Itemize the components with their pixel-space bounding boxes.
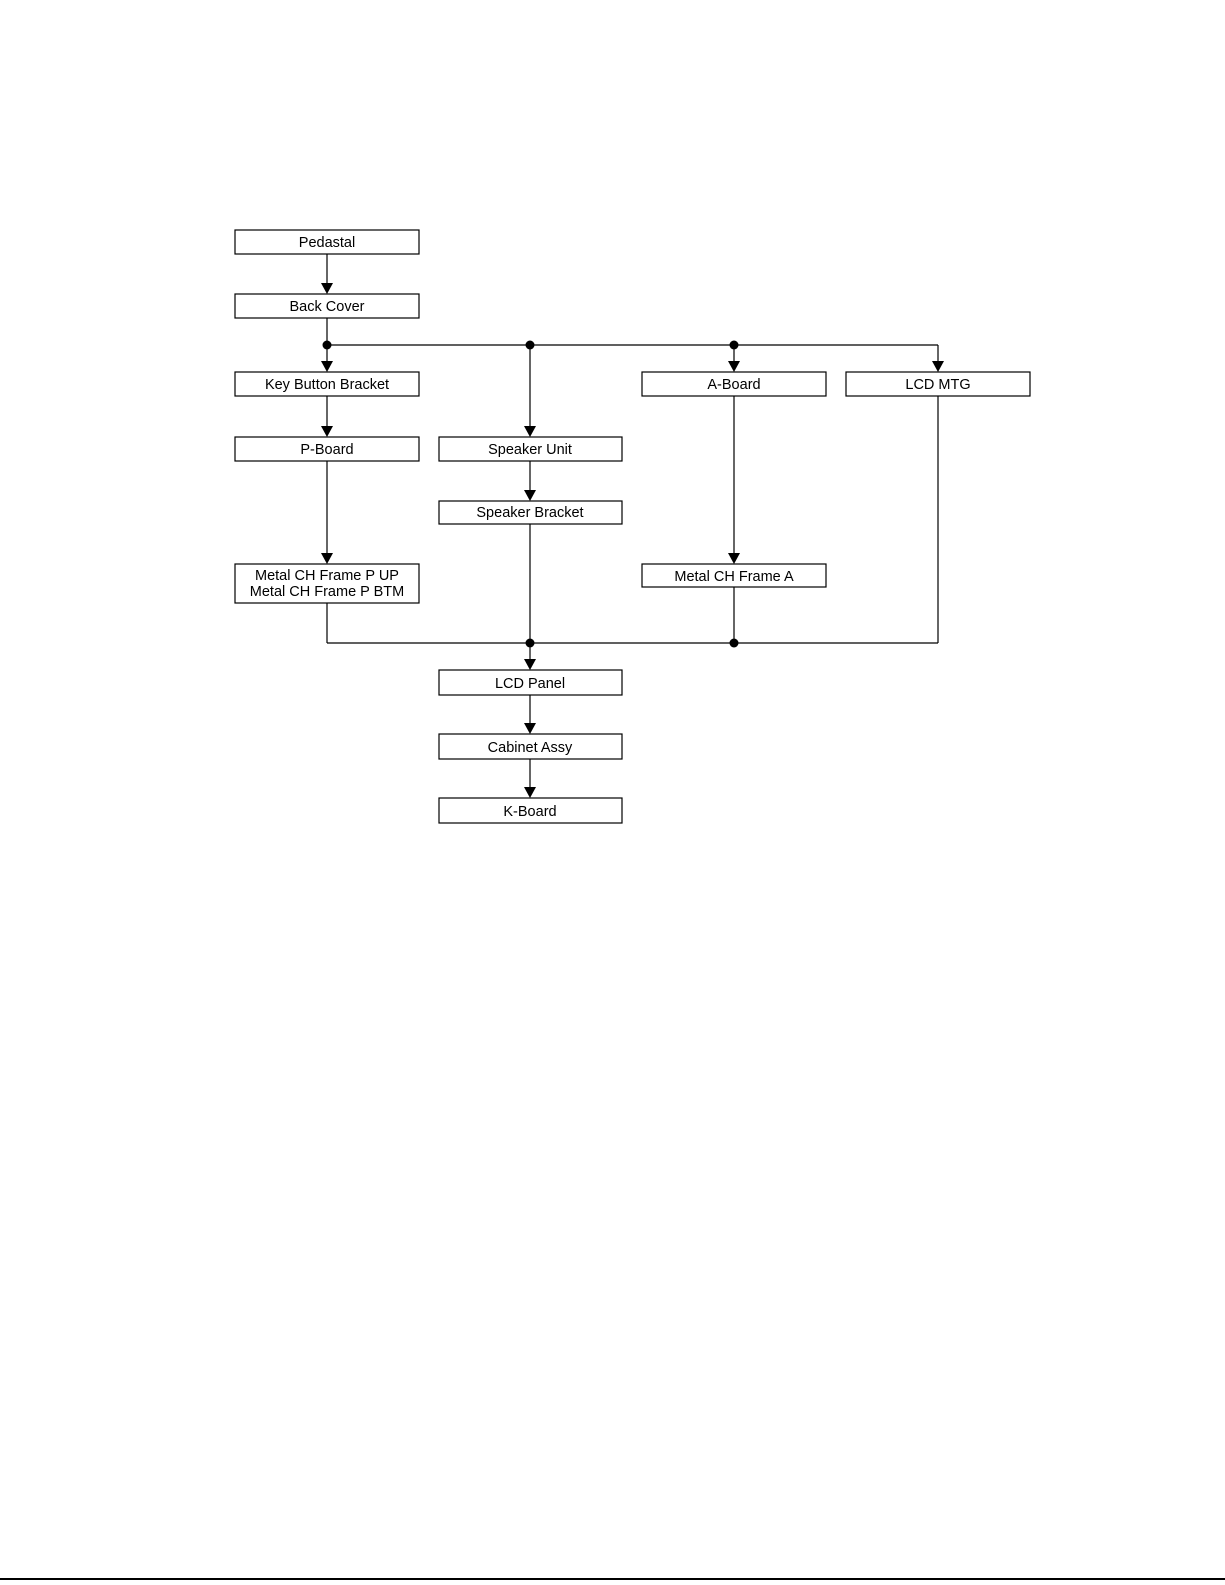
- arrow-to-speaker-unit: [524, 426, 536, 437]
- node-metal-ch-frame-p-label-line1: Metal CH Frame P UP: [255, 568, 399, 584]
- arrow-to-key-button-bracket: [321, 361, 333, 372]
- node-k-board-label: K-Board: [503, 804, 556, 820]
- node-lcd-panel: LCD Panel: [439, 670, 622, 695]
- node-speaker-bracket-label: Speaker Bracket: [476, 505, 583, 521]
- node-back-cover: Back Cover: [235, 294, 419, 318]
- node-lcd-mtg: LCD MTG: [846, 372, 1030, 396]
- arrow-to-cabinet-assy: [524, 723, 536, 734]
- nodes: Pedastal Back Cover Key Button Bracket A…: [235, 230, 1030, 823]
- node-key-button-bracket-label: Key Button Bracket: [265, 377, 389, 393]
- node-a-board-label: A-Board: [707, 377, 760, 393]
- node-lcd-mtg-label: LCD MTG: [905, 377, 970, 393]
- page-bottom-rule: [0, 1578, 1225, 1580]
- arrow-to-metal-ch-frame-p: [321, 553, 333, 564]
- arrow-to-speaker-bracket: [524, 490, 536, 501]
- node-metal-ch-frame-p-label-line2: Metal CH Frame P BTM: [250, 584, 404, 600]
- connectors: [321, 254, 944, 798]
- node-pedastal-label: Pedastal: [299, 235, 355, 251]
- node-back-cover-label: Back Cover: [290, 299, 365, 315]
- node-cabinet-assy-label: Cabinet Assy: [488, 740, 573, 756]
- arrow-to-metal-ch-frame-a: [728, 553, 740, 564]
- node-speaker-unit-label: Speaker Unit: [488, 442, 572, 458]
- node-pedastal: Pedastal: [235, 230, 419, 254]
- junction-bottom-2: [730, 639, 739, 648]
- node-cabinet-assy: Cabinet Assy: [439, 734, 622, 759]
- arrow-to-p-board: [321, 426, 333, 437]
- node-metal-ch-frame-a: Metal CH Frame A: [642, 564, 826, 587]
- node-speaker-unit: Speaker Unit: [439, 437, 622, 461]
- arrow-to-lcd-mtg: [932, 361, 944, 372]
- node-a-board: A-Board: [642, 372, 826, 396]
- node-metal-ch-frame-p: Metal CH Frame P UP Metal CH Frame P BTM: [235, 564, 419, 603]
- node-metal-ch-frame-a-label: Metal CH Frame A: [674, 569, 794, 585]
- arrow-to-back-cover: [321, 283, 333, 294]
- node-p-board-label: P-Board: [300, 442, 353, 458]
- node-speaker-bracket: Speaker Bracket: [439, 501, 622, 524]
- node-lcd-panel-label: LCD Panel: [495, 676, 565, 692]
- arrow-to-a-board: [728, 361, 740, 372]
- node-k-board: K-Board: [439, 798, 622, 823]
- arrow-to-lcd-panel: [524, 659, 536, 670]
- arrow-to-k-board: [524, 787, 536, 798]
- node-p-board: P-Board: [235, 437, 419, 461]
- node-key-button-bracket: Key Button Bracket: [235, 372, 419, 396]
